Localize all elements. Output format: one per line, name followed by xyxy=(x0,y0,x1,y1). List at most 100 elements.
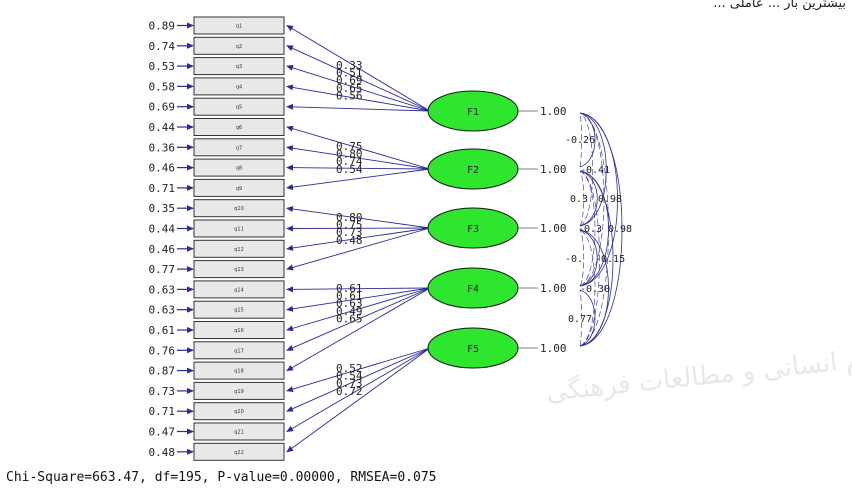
loading-value: 0.65 xyxy=(336,312,363,325)
loading-value: 0.75 xyxy=(336,140,363,153)
loading-path xyxy=(286,103,431,112)
loading-value: 0.56 xyxy=(336,89,363,102)
loading-path xyxy=(286,347,431,453)
item-box xyxy=(193,97,285,116)
correlation-arc xyxy=(579,229,585,287)
item-q5: q5 0.69 xyxy=(149,97,285,116)
error-variance: 0.69 xyxy=(149,101,176,114)
loading-path xyxy=(286,227,431,251)
item-box xyxy=(193,422,285,441)
item-box xyxy=(193,442,285,461)
error-variance: 0.48 xyxy=(149,446,176,459)
item-label: q5 xyxy=(236,105,242,111)
item-box xyxy=(193,77,285,96)
correlation-value: -0.41 xyxy=(580,165,610,176)
item-box xyxy=(193,158,285,177)
loading-value: 0.65 xyxy=(336,82,363,95)
item-q15: q15 0.63 xyxy=(149,300,285,319)
loading-path xyxy=(286,347,431,393)
error-variance: 0.71 xyxy=(149,405,176,418)
factor-variance: 1.00 xyxy=(540,342,567,355)
item-label: q17 xyxy=(234,348,244,354)
item-q22: q22 0.48 xyxy=(149,442,285,461)
factor-label: F2 xyxy=(467,165,479,176)
item-label: q15 xyxy=(234,308,244,314)
correlation-value: -0. xyxy=(565,254,583,265)
factor-variance: 1.00 xyxy=(540,222,567,235)
item-label: q18 xyxy=(234,369,244,375)
item-label: q11 xyxy=(234,227,244,233)
item-label: q22 xyxy=(234,450,244,456)
item-label: q16 xyxy=(234,328,244,334)
correlation-arc xyxy=(579,229,609,347)
loading-path xyxy=(286,125,431,170)
item-box xyxy=(193,341,285,360)
correlation-arc xyxy=(579,170,585,227)
loading-value: 0.69 xyxy=(336,74,363,87)
correlation-value: -0.3 xyxy=(578,224,602,235)
error-variance: 0.44 xyxy=(149,223,176,236)
loading-value: 0.80 xyxy=(336,211,363,224)
loading-value: 0.75 xyxy=(336,219,363,232)
loading-path xyxy=(286,168,431,191)
item-box xyxy=(193,321,285,339)
error-variance: 0.36 xyxy=(149,141,176,154)
error-variance: 0.63 xyxy=(149,304,176,317)
error-variance: 0.61 xyxy=(149,324,176,337)
error-variance: 0.46 xyxy=(149,243,176,256)
correlation-value: -0.30 xyxy=(580,284,610,295)
error-variance: 0.53 xyxy=(149,60,176,73)
item-box xyxy=(193,402,285,421)
item-box xyxy=(193,199,285,218)
loading-path xyxy=(286,347,431,433)
correlation-value: 0.98 xyxy=(608,224,632,235)
loading-path xyxy=(286,65,431,112)
item-label: q9 xyxy=(236,186,242,192)
correlation-arc xyxy=(579,170,596,287)
factor-label: F1 xyxy=(467,107,479,118)
item-label: q14 xyxy=(234,287,244,293)
item-label: q13 xyxy=(234,267,244,273)
header-caption: بیشترین بار ... عاملی ... xyxy=(713,0,846,11)
item-box xyxy=(193,239,285,258)
item-box xyxy=(193,178,285,197)
correlation-arc xyxy=(579,170,598,227)
item-box xyxy=(193,381,285,400)
item-q4: q40.58 xyxy=(149,77,285,96)
loading-value: 0.73 xyxy=(336,226,363,239)
loading-path xyxy=(286,227,431,271)
item-q2: q20.74 xyxy=(149,36,285,55)
correlation-arc xyxy=(579,229,598,287)
loading-path xyxy=(286,24,431,112)
fit-statistics: Chi-Square=663.47, df=195, P-value=0.000… xyxy=(6,470,437,485)
item-label: q3 xyxy=(236,64,242,70)
item-q8: q80.46 xyxy=(149,158,285,177)
item-label: q7 xyxy=(236,145,242,151)
error-variance: 0.71 xyxy=(149,182,176,195)
error-variance: 0.76 xyxy=(149,344,176,357)
correlation-arc xyxy=(579,289,582,347)
item-box xyxy=(193,57,285,76)
error-variance: 0.73 xyxy=(149,385,176,398)
item-label: q21 xyxy=(234,430,244,436)
factor-variance: 1.00 xyxy=(540,282,567,295)
loading-path xyxy=(286,225,431,232)
loading-value: 0.63 xyxy=(336,297,363,310)
factor-label: F3 xyxy=(467,224,479,235)
item-label: q1 xyxy=(236,24,242,30)
loading-value: 0.72 xyxy=(336,385,363,398)
loading-value: 0.61 xyxy=(336,290,363,303)
item-box xyxy=(193,16,285,35)
item-q11: q11 0.44 xyxy=(149,219,285,238)
correlation-value: -0.15 xyxy=(595,254,625,265)
loading-value: 0.61 xyxy=(336,282,363,295)
